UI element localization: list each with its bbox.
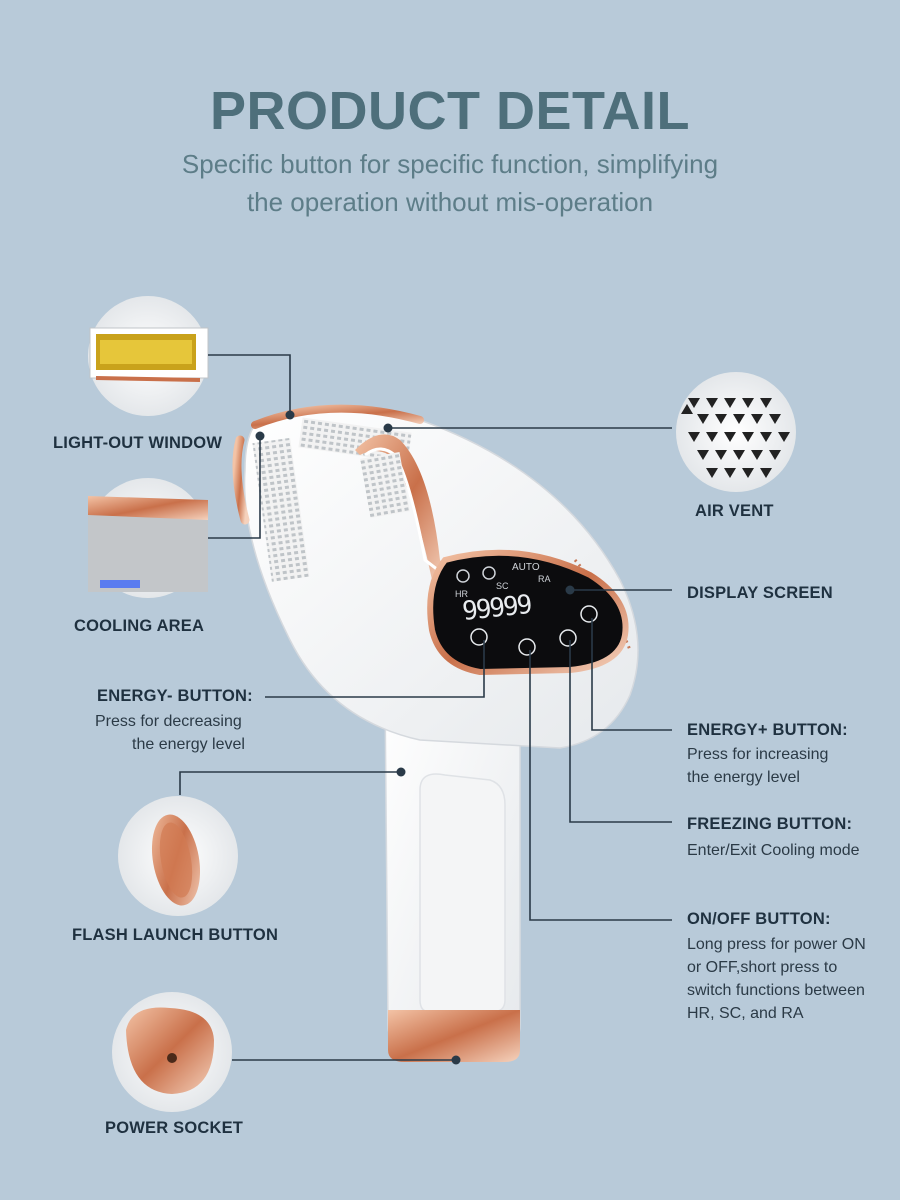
screen-digits: 99999 xyxy=(461,590,532,627)
on-off-desc-1: Long press for power ON xyxy=(687,936,866,953)
flash-launch-button-label: FLASH LAUNCH BUTTON xyxy=(72,926,279,944)
freezing-button-desc: Enter/Exit Cooling mode xyxy=(687,842,860,859)
minus-icon[interactable] xyxy=(470,628,488,646)
leader-lines xyxy=(179,354,672,1061)
flash-launch-button-thumb xyxy=(118,796,238,916)
leader-dots xyxy=(255,410,575,1065)
screen-label-auto: AUTO xyxy=(512,562,540,573)
light-out-window-thumb xyxy=(88,296,209,416)
page-subtitle: Specific button for specific function, s… xyxy=(0,145,900,221)
on-off-desc-4: HR, SC, and RA xyxy=(687,1005,804,1022)
page-title: PRODUCT DETAIL xyxy=(210,81,690,141)
screen-label-ra: RA xyxy=(538,574,551,584)
screen-label-sc: SC xyxy=(496,581,509,591)
power-socket-thumb xyxy=(112,992,232,1112)
snowflake-icon[interactable] xyxy=(559,629,577,647)
air-vent-label: AIR VENT xyxy=(695,502,774,520)
subtitle-line-2: the operation without mis-operation xyxy=(246,187,654,217)
plus-icon[interactable] xyxy=(580,605,598,623)
device-handle xyxy=(384,688,521,1062)
screen-label-hr: HR xyxy=(455,589,468,599)
power-socket-label: POWER SOCKET xyxy=(105,1119,244,1137)
energy-plus-desc-1: Press for increasing xyxy=(687,746,829,763)
air-vent-thumb xyxy=(676,372,796,492)
on-off-desc-2: or OFF,short press to xyxy=(687,959,838,976)
energy-minus-label: ENERGY- BUTTON: xyxy=(97,687,253,705)
on-off-desc-3: switch functions between xyxy=(687,982,865,999)
freezing-button-label: FREEZING BUTTON: xyxy=(687,815,853,833)
energy-minus-desc-2: the energy level xyxy=(132,736,245,753)
cooling-area-label: COOLING AREA xyxy=(74,617,205,635)
energy-plus-desc-2: the energy level xyxy=(687,769,800,786)
energy-plus-label: ENERGY+ BUTTON: xyxy=(687,721,848,739)
power-icon[interactable] xyxy=(518,638,536,656)
energy-minus-desc-1: Press for decreasing xyxy=(95,713,242,730)
on-off-button-label: ON/OFF BUTTON: xyxy=(687,910,831,928)
light-out-window-label: LIGHT-OUT WINDOW xyxy=(53,434,223,452)
subtitle-line-1: Specific button for specific function, s… xyxy=(181,149,719,179)
display-screen-label: DISPLAY SCREEN xyxy=(687,584,833,602)
display-screen: HR SC AUTO RA 99999 xyxy=(427,549,629,676)
cooling-area-thumb xyxy=(88,478,208,598)
